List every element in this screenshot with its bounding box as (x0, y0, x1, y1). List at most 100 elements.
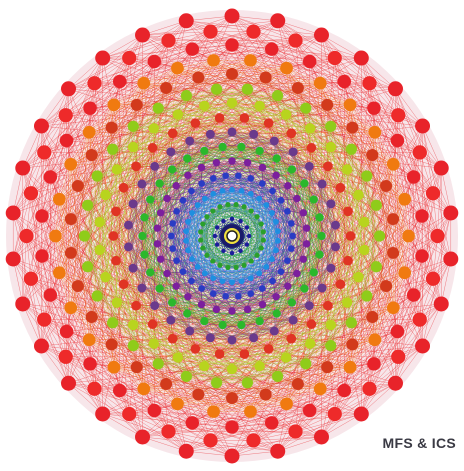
node (212, 158, 221, 167)
node (71, 179, 84, 192)
node (335, 279, 346, 290)
node (130, 361, 143, 374)
node (269, 209, 275, 216)
node (172, 109, 184, 120)
node (327, 406, 342, 422)
node (305, 338, 316, 349)
node (300, 102, 312, 114)
node (415, 249, 429, 263)
node (169, 245, 177, 252)
node (219, 187, 226, 194)
node (241, 204, 247, 210)
node (289, 232, 296, 240)
node (368, 125, 382, 139)
node (185, 416, 200, 430)
node (166, 147, 176, 157)
node (277, 197, 285, 204)
node (183, 237, 190, 244)
node (100, 271, 111, 283)
node (412, 145, 427, 160)
node (146, 268, 155, 277)
node (229, 250, 235, 256)
node (327, 50, 342, 66)
node (239, 113, 250, 123)
node (201, 195, 208, 202)
node (127, 319, 139, 331)
node (304, 301, 314, 311)
node (225, 202, 231, 208)
node (185, 218, 192, 225)
node (256, 270, 263, 277)
node (183, 309, 192, 318)
node (430, 228, 445, 244)
node (246, 24, 261, 39)
ring-12 (168, 172, 296, 300)
node (238, 187, 245, 194)
node (184, 171, 192, 179)
node (313, 382, 327, 396)
node (5, 251, 21, 267)
node (272, 309, 281, 318)
node (197, 300, 206, 309)
node (209, 290, 217, 297)
node (241, 377, 254, 389)
node (137, 382, 151, 396)
node (346, 121, 359, 134)
node (249, 129, 259, 139)
credit-label: MFS & ICS (382, 435, 456, 451)
node (222, 172, 229, 180)
node (248, 258, 254, 264)
node (180, 370, 193, 382)
node (244, 242, 250, 247)
node (288, 33, 303, 48)
node (249, 333, 259, 343)
node (317, 283, 327, 293)
node (368, 333, 382, 347)
node (239, 349, 250, 359)
node (228, 307, 236, 315)
node (135, 27, 151, 43)
node (192, 388, 205, 401)
node (155, 179, 164, 188)
node (237, 321, 246, 330)
node (35, 209, 49, 223)
node (258, 163, 267, 172)
node (387, 213, 400, 226)
ring-14 (198, 202, 266, 270)
node (345, 317, 357, 329)
node (286, 128, 297, 139)
ring-4 (49, 54, 415, 418)
node (260, 229, 266, 235)
node (61, 375, 77, 391)
node (359, 216, 370, 228)
node (291, 81, 304, 94)
node (87, 381, 102, 396)
node (247, 175, 255, 182)
node (183, 154, 192, 163)
node (95, 50, 111, 66)
node (342, 297, 353, 308)
node (111, 164, 122, 175)
node (259, 388, 272, 401)
node (137, 76, 151, 90)
node (33, 118, 49, 134)
node (225, 38, 239, 52)
node (122, 50, 137, 66)
node (82, 125, 96, 139)
node (313, 76, 327, 90)
node (210, 190, 217, 197)
node (254, 214, 260, 220)
node (194, 202, 201, 209)
node (188, 277, 195, 285)
node (243, 158, 252, 167)
node (366, 311, 379, 324)
node (52, 266, 66, 280)
node (317, 231, 326, 241)
node (194, 263, 201, 270)
node (287, 220, 295, 227)
node (111, 255, 121, 266)
node (19, 228, 34, 244)
node (124, 242, 133, 252)
node (140, 250, 149, 259)
ring-6 (78, 83, 386, 389)
